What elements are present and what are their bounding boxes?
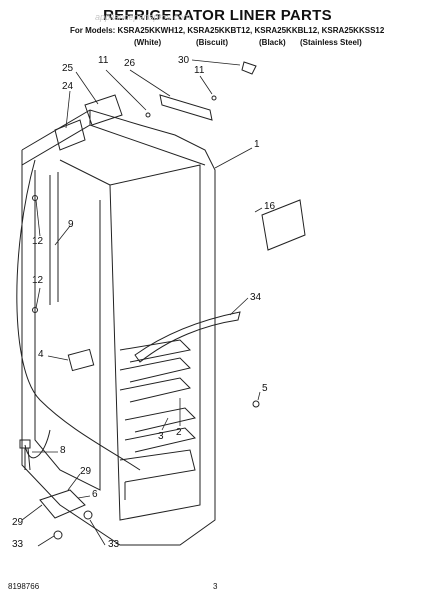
callout-12-lower: 12 [32, 275, 44, 286]
screw-12a [32, 195, 38, 201]
callout-33-left: 33 [12, 539, 24, 550]
callout-16: 16 [264, 201, 276, 212]
part-24 [54, 119, 86, 151]
callout-9: 9 [68, 219, 74, 230]
callout-6: 6 [92, 489, 98, 500]
callout-12-upper: 12 [32, 236, 44, 247]
screw-12b [32, 307, 38, 313]
callout-8: 8 [60, 445, 66, 456]
models-line: For Models: KSRA25KKWH12, KSRA25KKBT12, … [70, 26, 385, 35]
part-33b [83, 510, 93, 520]
callout-2: 2 [176, 427, 182, 438]
finish-white: (White) [134, 38, 162, 47]
part-30 [241, 61, 257, 75]
left-wall [34, 170, 101, 491]
callout-29-left: 29 [12, 517, 24, 528]
callout-26: 26 [124, 58, 136, 69]
callout-11-right: 11 [194, 65, 205, 76]
footer-part-number: 8198766 [8, 582, 40, 591]
light-housing-part [67, 348, 95, 372]
wire-harness [16, 159, 141, 471]
liner-outline [21, 109, 216, 546]
leader-lines [21, 59, 263, 547]
callout-34: 34 [250, 292, 262, 303]
screw-11b [211, 95, 217, 101]
callout-11-left: 11 [98, 55, 109, 66]
part-25 [84, 94, 123, 126]
callout-24: 24 [62, 81, 74, 92]
watermark: appliancepartspros.com [95, 12, 191, 22]
part-5 [252, 400, 260, 408]
callout-30: 30 [178, 55, 190, 66]
callout-5: 5 [262, 383, 268, 394]
part-26 [159, 94, 213, 121]
page-title: REFRIGERATOR LINER PARTS [103, 7, 332, 24]
part-6 [39, 489, 86, 519]
liner-opening [109, 164, 201, 521]
part-34 [134, 311, 241, 363]
screw-11a [145, 112, 151, 118]
footer-page-number: 3 [213, 582, 218, 591]
callout-4: 4 [38, 349, 44, 360]
callout-3: 3 [158, 431, 164, 442]
liner-top-edge [21, 124, 206, 166]
callout-33-right: 33 [108, 539, 120, 550]
finish-biscuit: (Biscuit) [196, 38, 228, 47]
part-16 [261, 199, 306, 251]
callout-1: 1 [254, 139, 260, 150]
finish-black: (Black) [259, 38, 286, 47]
part-33a [53, 530, 63, 540]
callout-29-right: 29 [80, 466, 92, 477]
callout-25: 25 [62, 63, 74, 74]
finish-stainless: (Stainless Steel) [300, 38, 362, 47]
